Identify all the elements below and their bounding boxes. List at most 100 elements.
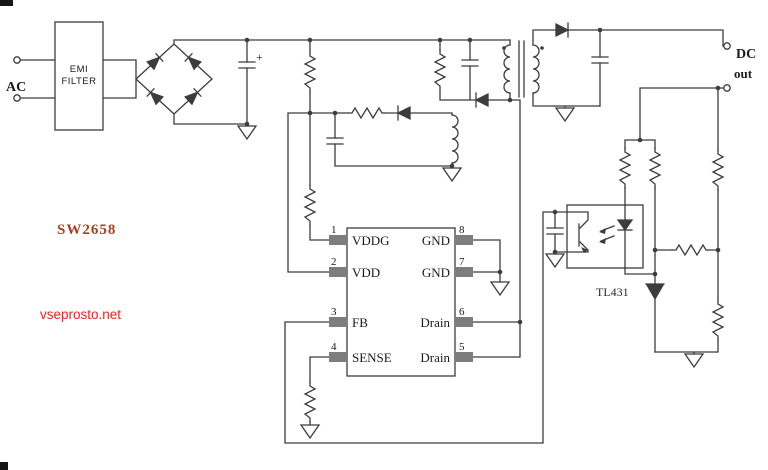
ic-controller [329,227,473,377]
ac-terminal [13,94,21,102]
opto-led [616,204,634,269]
bias-resistor [649,147,661,189]
pin-stub-8 [455,235,473,245]
dc-minus-terminal [723,84,731,92]
pin4-number: 4 [331,341,337,353]
optocoupler-box [566,204,644,269]
wire-run [309,112,453,169]
optocoupler [566,204,644,269]
ac-terminal [13,56,21,64]
scan-artifact-bottom-left [0,462,8,470]
dc-out-label-line2: out [734,66,753,81]
emi-filter-label-line2: FILTER [61,76,96,87]
primary-winding [503,44,511,94]
phototransistor [566,211,589,253]
bridge-frame [135,43,213,115]
pin2-number: 2 [331,256,337,268]
bridge-rectifier [135,43,213,115]
ground-symbol [300,424,320,439]
phase-dot [502,46,506,50]
scan-artifact-top-left [0,0,13,6]
part-number-label: SW2658 [57,222,116,238]
emi-filter-block [54,21,104,131]
ground-symbol [684,353,704,368]
ac-label: AC [6,80,26,95]
pin1-number: 1 [331,224,337,236]
wire-run [173,113,248,127]
pin-stub-7 [455,267,473,277]
aux-winding [451,114,459,164]
pin-stub-4 [329,352,347,362]
phase-dot [540,46,544,50]
ground-symbol [545,253,565,268]
vddg-resistor [304,184,316,226]
tl431-label: TL431 [596,285,629,299]
pin3-number: 3 [331,306,337,318]
dc-output-terminals [723,42,731,92]
ground-symbol [555,107,575,122]
ic-body [346,227,456,377]
pin-stub-5 [455,352,473,362]
circuit-art [13,21,731,444]
wire-run [309,356,330,426]
wire-run [287,112,330,273]
compensation-resistor [671,244,709,256]
vdd-capacitor [326,137,344,145]
output-capacitor [591,56,609,64]
pin3-name: FB [352,315,368,330]
pin8-number: 8 [459,224,465,236]
secondary-winding [532,44,540,94]
wire-run [639,87,725,355]
dc-out-label-line1: DC [736,47,756,62]
pin-stub-3 [329,317,347,327]
startup-resistor [304,51,316,93]
wire-run [102,59,137,99]
pin8-name: GND [422,233,450,248]
aux-diode [397,105,411,121]
pin1-name: VDDG [352,233,390,248]
clamp-diode [475,92,489,108]
light-arrows [599,225,615,244]
wire-run [173,39,511,45]
sense-resistor [304,381,316,423]
bulk-capacitor [238,61,256,69]
ground-symbol [490,281,510,296]
output-diode [555,22,569,38]
capacitor-polarity-label: + [256,50,263,64]
wire-run [509,29,724,109]
pin-stub-1 [329,235,347,245]
divider-bottom-resistor [712,299,724,341]
transformer-core [518,40,525,98]
dc-plus-terminal [723,42,731,50]
pin7-name: GND [422,265,450,280]
text-labels: AC EMI FILTER + DC out SW2658 vseprosto.… [6,47,756,365]
wire-run [439,39,511,101]
watermark-label: vseprosto.net [40,307,121,322]
pin2-name: VDD [352,265,380,280]
pin7-number: 7 [459,256,465,268]
emi-filter-label-line1: EMI [70,64,88,75]
clamp-capacitor [461,59,479,67]
pin5-name: Drain [420,350,450,365]
transformer [502,40,544,98]
ground-symbol [237,125,257,140]
pin-stub-6 [455,317,473,327]
wire-run [284,211,568,444]
wire-run [18,59,56,99]
pin6-name: Drain [420,315,450,330]
pin-stub-2 [329,267,347,277]
wire-run [472,99,521,358]
wire-run [624,267,656,275]
clamp-resistor [434,49,446,91]
pin4-name: SENSE [352,350,392,365]
wire-runs [18,29,725,444]
ground-symbol [442,167,462,182]
fb-capacitor [546,227,564,235]
tl431-symbol [645,283,665,301]
led-resistor [619,147,631,189]
aux-resistor [347,107,385,119]
divider-top-resistor [712,149,724,191]
pin6-number: 6 [459,306,465,318]
wire-run [472,239,501,283]
